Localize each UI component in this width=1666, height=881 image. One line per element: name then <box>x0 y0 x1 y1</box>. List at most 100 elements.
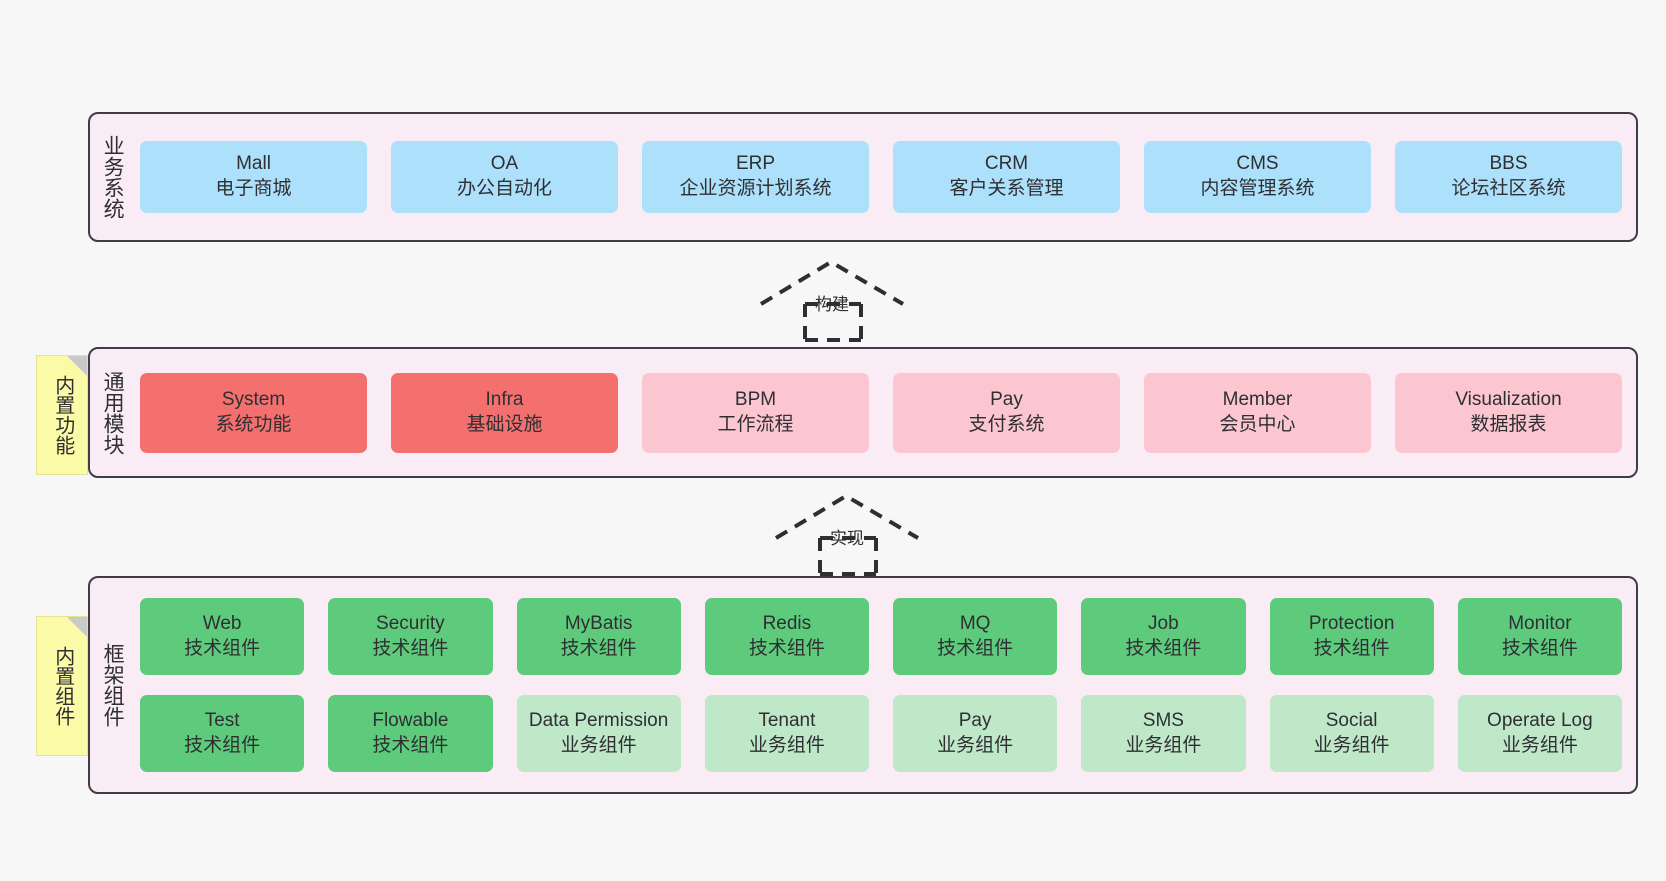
node-oa-desc: 办公自动化 <box>456 178 552 199</box>
node-mybatis-name: MyBatis <box>564 612 633 634</box>
node-monitor[interactable]: Monitor 技术组件 <box>1457 598 1622 675</box>
layer-framework-components: 框架组件 Web 技术组件 Security 技术组件 MyBatis 技术组件… <box>88 576 1638 794</box>
node-operate-log-name: Operate Log <box>1487 709 1593 731</box>
node-pay-module-name: Pay <box>990 388 1023 410</box>
node-social-name: Social <box>1325 709 1378 731</box>
layer-title-business: 业务系统 <box>101 135 125 219</box>
node-system-desc: 系统功能 <box>215 413 292 435</box>
node-flowable-name: Flowable <box>372 709 449 731</box>
connector-build: 构建 <box>753 258 913 342</box>
note-builtin-functions-label: 内置功能 <box>51 375 74 455</box>
node-flowable-desc: 技术组件 <box>372 734 449 756</box>
node-protection-desc: 技术组件 <box>1313 637 1390 659</box>
node-pay-component[interactable]: Pay 业务组件 <box>893 695 1058 772</box>
layer-modules-row: System 系统功能 Infra 基础设施 BPM 工作流程 Pay 支付系统… <box>140 372 1622 453</box>
arrowhead-implement <box>774 493 920 540</box>
note-builtin-components-label: 内置组件 <box>51 646 74 726</box>
node-operate-log[interactable]: Operate Log 业务组件 <box>1457 695 1622 772</box>
node-data-permission-desc: 业务组件 <box>560 734 637 756</box>
node-cms[interactable]: CMS 内容管理系统 <box>1144 141 1371 213</box>
node-monitor-desc: 技术组件 <box>1501 637 1578 659</box>
node-erp-name: ERP <box>735 153 776 175</box>
node-data-permission-name: Data Permission <box>528 709 669 731</box>
layer-body-modules: System 系统功能 Infra 基础设施 BPM 工作流程 Pay 支付系统… <box>134 349 1636 476</box>
node-mall[interactable]: Mall 电子商城 <box>140 141 367 213</box>
node-redis[interactable]: Redis 技术组件 <box>704 598 869 675</box>
node-mq[interactable]: MQ 技术组件 <box>893 598 1058 675</box>
node-sms[interactable]: SMS 业务组件 <box>1081 695 1246 772</box>
node-oa-name: OA <box>490 153 519 175</box>
node-social[interactable]: Social 业务组件 <box>1269 695 1434 772</box>
layer-framework-row-business: Test 技术组件 Flowable 技术组件 Data Permission … <box>140 695 1622 772</box>
layer-body-framework: Web 技术组件 Security 技术组件 MyBatis 技术组件 Redi… <box>134 578 1636 792</box>
connector-implement: 实现 <box>768 492 928 576</box>
node-crm[interactable]: CRM 客户关系管理 <box>893 141 1120 213</box>
layer-framework-row-technical: Web 技术组件 Security 技术组件 MyBatis 技术组件 Redi… <box>140 598 1622 675</box>
node-pay-component-desc: 业务组件 <box>937 734 1014 756</box>
node-bbs-name: BBS <box>1489 153 1528 175</box>
node-redis-desc: 技术组件 <box>748 637 825 659</box>
node-web-name: Web <box>202 612 242 634</box>
connector-implement-label: 实现 <box>830 529 864 548</box>
node-member[interactable]: Member 会员中心 <box>1144 372 1371 453</box>
node-data-permission[interactable]: Data Permission 业务组件 <box>516 695 681 772</box>
node-social-desc: 业务组件 <box>1313 734 1390 756</box>
node-cms-name: CMS <box>1236 153 1279 175</box>
node-mq-name: MQ <box>959 612 991 634</box>
node-job-desc: 技术组件 <box>1125 637 1202 659</box>
node-protection-name: Protection <box>1308 612 1395 634</box>
note-builtin-components: 内置组件 <box>36 616 88 756</box>
node-system[interactable]: System 系统功能 <box>140 372 367 453</box>
node-infra-name: Infra <box>485 388 524 410</box>
node-visualization[interactable]: Visualization 数据报表 <box>1395 372 1622 453</box>
node-oa[interactable]: OA 办公自动化 <box>391 141 618 213</box>
connector-build-label: 构建 <box>815 295 849 314</box>
layer-common-modules: 通用模块 System 系统功能 Infra 基础设施 BPM 工作流程 Pay… <box>88 347 1638 478</box>
node-mybatis-desc: 技术组件 <box>560 637 637 659</box>
node-erp-desc: 企业资源计划系统 <box>679 178 832 199</box>
node-pay-module[interactable]: Pay 支付系统 <box>893 372 1120 453</box>
node-member-name: Member <box>1222 388 1293 410</box>
note-builtin-functions: 内置功能 <box>36 355 88 475</box>
node-mq-desc: 技术组件 <box>937 637 1014 659</box>
node-test-desc: 技术组件 <box>184 734 261 756</box>
node-test-name: Test <box>204 709 240 731</box>
node-pay-component-name: Pay <box>958 709 992 731</box>
node-tenant[interactable]: Tenant 业务组件 <box>704 695 869 772</box>
node-security[interactable]: Security 技术组件 <box>328 598 493 675</box>
node-web-desc: 技术组件 <box>184 637 261 659</box>
node-infra-desc: 基础设施 <box>466 413 543 435</box>
node-sms-name: SMS <box>1142 709 1184 731</box>
node-crm-name: CRM <box>984 153 1029 175</box>
node-erp[interactable]: ERP 企业资源计划系统 <box>642 141 869 213</box>
node-visualization-desc: 数据报表 <box>1470 413 1547 435</box>
node-system-name: System <box>221 388 286 410</box>
layer-title-modules: 通用模块 <box>101 370 125 455</box>
node-job-name: Job <box>1148 612 1179 634</box>
node-web[interactable]: Web 技术组件 <box>140 598 305 675</box>
node-mybatis[interactable]: MyBatis 技术组件 <box>516 598 681 675</box>
node-infra[interactable]: Infra 基础设施 <box>391 372 618 453</box>
node-monitor-name: Monitor <box>1508 612 1572 634</box>
node-bpm[interactable]: BPM 工作流程 <box>642 372 869 453</box>
node-security-desc: 技术组件 <box>372 637 449 659</box>
node-bbs[interactable]: BBS 论坛社区系统 <box>1395 141 1622 213</box>
node-protection[interactable]: Protection 技术组件 <box>1269 598 1434 675</box>
node-mall-desc: 电子商城 <box>215 178 292 199</box>
layer-body-business: Mall 电子商城 OA 办公自动化 ERP 企业资源计划系统 CRM 客户关系… <box>134 114 1636 240</box>
node-test[interactable]: Test 技术组件 <box>140 695 305 772</box>
layer-business-row: Mall 电子商城 OA 办公自动化 ERP 企业资源计划系统 CRM 客户关系… <box>140 141 1622 213</box>
node-redis-name: Redis <box>762 612 812 634</box>
node-sms-desc: 业务组件 <box>1125 734 1202 756</box>
arrowhead-build <box>759 259 905 306</box>
node-crm-desc: 客户关系管理 <box>949 178 1064 199</box>
node-operate-log-desc: 业务组件 <box>1501 734 1578 756</box>
node-flowable[interactable]: Flowable 技术组件 <box>328 695 493 772</box>
layer-title-framework: 框架组件 <box>101 643 125 727</box>
node-bpm-desc: 工作流程 <box>717 413 794 435</box>
layer-business-systems: 业务系统 Mall 电子商城 OA 办公自动化 ERP 企业资源计划系统 CRM… <box>88 112 1638 242</box>
node-mall-name: Mall <box>236 153 271 175</box>
node-tenant-name: Tenant <box>758 709 816 731</box>
node-job[interactable]: Job 技术组件 <box>1081 598 1246 675</box>
